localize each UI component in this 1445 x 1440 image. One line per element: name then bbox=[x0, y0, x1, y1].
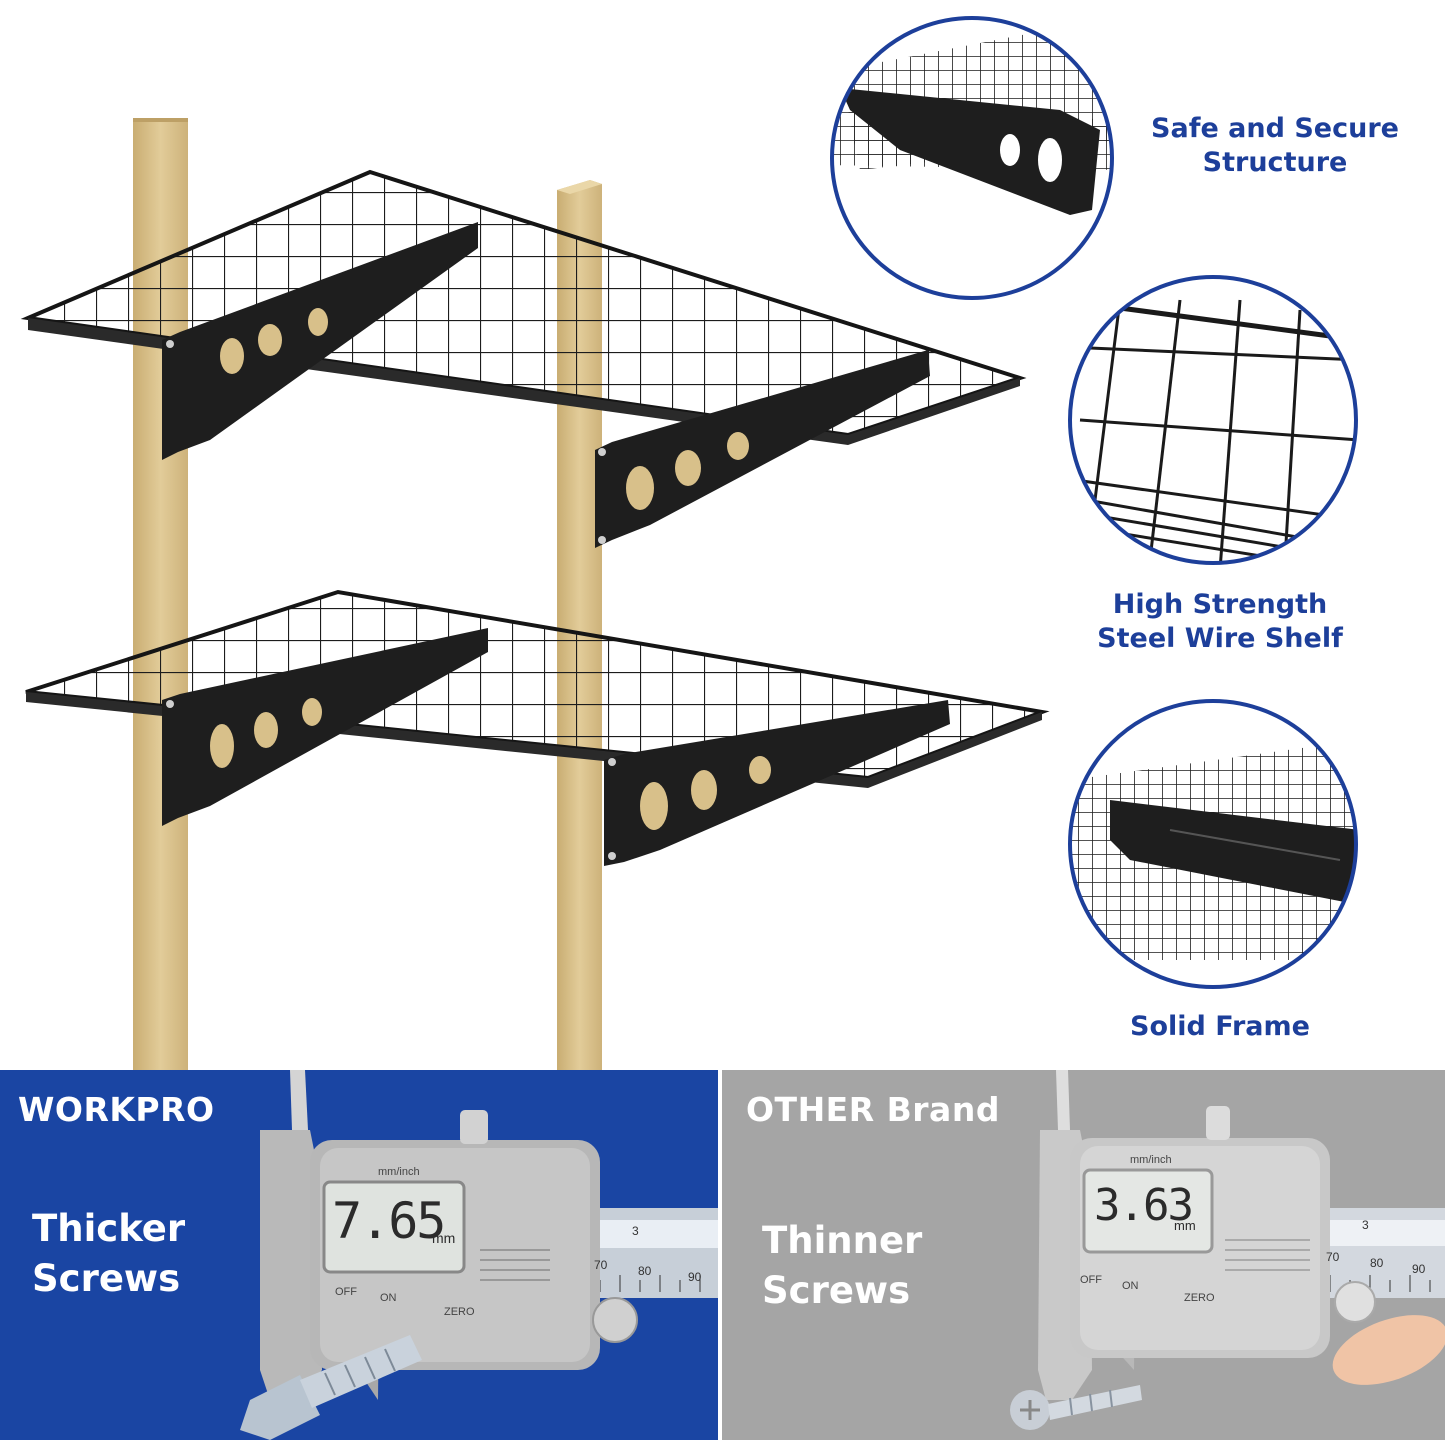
workpro-comparison-panel: WORKPRO Thicker Screws 7.65 mm mm/inch bbox=[0, 1070, 718, 1440]
feature-label-solid-frame: Solid Frame bbox=[1130, 1011, 1310, 1042]
on-label-workpro: ON bbox=[380, 1292, 397, 1304]
feature-label-safe-structure: Safe and Secure Structure bbox=[1151, 113, 1399, 178]
zero-label-workpro: ZERO bbox=[444, 1306, 475, 1318]
caliper-reading-other: 3.63 bbox=[1094, 1180, 1194, 1231]
caliper-other bbox=[1010, 1070, 1445, 1430]
claim-thinner-screws: Thinner Screws bbox=[762, 1219, 923, 1312]
scale-tick-80-other: 80 bbox=[1370, 1256, 1384, 1270]
scale-tick-90-other: 90 bbox=[1412, 1262, 1426, 1276]
detail-circle-structure bbox=[830, 16, 1114, 300]
off-label-workpro: OFF bbox=[335, 1286, 357, 1298]
feature-label-steel-wire-shelf: High Strength Steel Wire Shelf bbox=[1097, 589, 1343, 654]
scale-top-workpro: 3 bbox=[632, 1224, 639, 1238]
other-brand-comparison-panel: OTHER Brand Thinner Screws 3.63 mm mm/in… bbox=[722, 1070, 1445, 1440]
brand-workpro: WORKPRO bbox=[18, 1090, 215, 1129]
brand-other: OTHER Brand bbox=[746, 1090, 1000, 1129]
unit-toggle-workpro: mm/inch bbox=[378, 1166, 420, 1178]
upper-shelf bbox=[20, 169, 1027, 548]
detail-circle-frame bbox=[1068, 699, 1358, 989]
scale-tick-70-workpro: 70 bbox=[594, 1258, 608, 1272]
caliper-unit-workpro: mm bbox=[432, 1230, 456, 1246]
lower-shelf bbox=[25, 589, 1050, 866]
scale-top-other: 3 bbox=[1362, 1218, 1369, 1232]
on-label-other: ON bbox=[1122, 1280, 1139, 1292]
zero-label-other: ZERO bbox=[1184, 1292, 1215, 1304]
off-label-other: OFF bbox=[1080, 1274, 1102, 1286]
claim-thicker-screws: Thicker Screws bbox=[32, 1207, 186, 1300]
scale-tick-90-workpro: 90 bbox=[688, 1270, 702, 1284]
caliper-unit-other: mm bbox=[1174, 1218, 1196, 1233]
caliper-reading-workpro: 7.65 bbox=[332, 1192, 446, 1250]
shelf-illustration bbox=[20, 16, 1358, 1070]
scale-tick-70-other: 70 bbox=[1326, 1250, 1340, 1264]
detail-circle-wire bbox=[1068, 275, 1358, 565]
unit-toggle-other: mm/inch bbox=[1130, 1154, 1172, 1166]
scale-tick-80-workpro: 80 bbox=[638, 1264, 652, 1278]
caliper-workpro bbox=[240, 1070, 718, 1440]
